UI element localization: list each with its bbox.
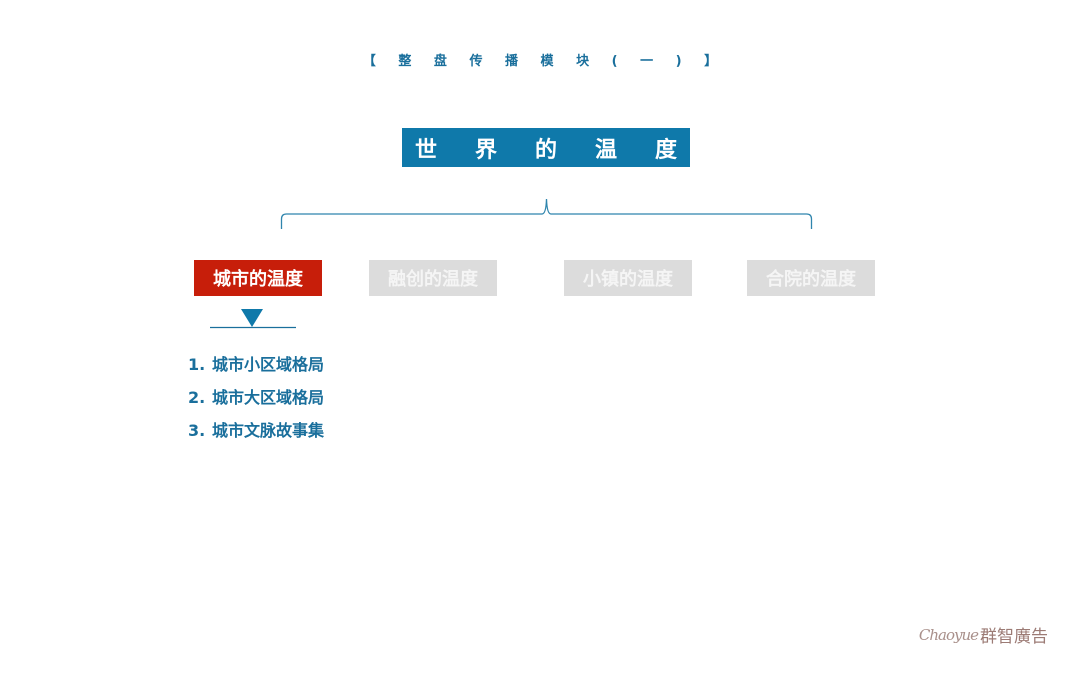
- tab-sunac-temperature[interactable]: 融创的温度: [369, 260, 497, 296]
- item-label: 城市大区域格局: [212, 388, 325, 407]
- main-title: 世 界 的 温 度: [402, 128, 690, 167]
- item-label: 城市文脉故事集: [212, 421, 325, 440]
- close-bracket: 】: [704, 54, 718, 69]
- logo-text: 群智廣告: [980, 627, 1048, 647]
- tab-courtyard-temperature[interactable]: 合院的温度: [747, 260, 875, 296]
- module-title-char: 盘: [433, 54, 447, 69]
- item-label: 城市小区域格局: [212, 355, 325, 374]
- brace-connector: [280, 198, 813, 229]
- company-logo: Chaoyue 群智廣告: [918, 622, 1048, 648]
- list-item[interactable]: 2. 城市大区域格局: [188, 385, 324, 418]
- module-title-char: 块: [576, 54, 590, 69]
- module-title-char: 传: [469, 54, 483, 69]
- list-item[interactable]: 3. 城市文脉故事集: [188, 418, 324, 451]
- module-title-char: 模: [540, 54, 554, 69]
- module-title-char: ): [675, 54, 682, 69]
- tab-label: 融创的温度: [388, 269, 478, 290]
- main-title-char: 界: [474, 137, 497, 163]
- item-number: 3.: [188, 421, 206, 440]
- main-title-char: 温: [594, 137, 617, 163]
- open-bracket: 【: [362, 54, 376, 69]
- triangle-down-icon: [210, 309, 296, 329]
- module-title: 【 整 盘 传 播 模 块 ( 一 ) 】: [0, 50, 1080, 69]
- module-title-char: 整: [398, 54, 412, 69]
- item-number: 1.: [188, 355, 206, 374]
- main-title-char: 的: [534, 137, 557, 163]
- item-number: 2.: [188, 388, 206, 407]
- tab-town-temperature[interactable]: 小镇的温度: [564, 260, 692, 296]
- tab-label: 合院的温度: [766, 269, 856, 290]
- main-title-char: 度: [654, 137, 677, 163]
- tab-city-temperature[interactable]: 城市的温度: [194, 260, 322, 296]
- tab-label: 城市的温度: [213, 269, 303, 290]
- sub-item-list: 1. 城市小区域格局 2. 城市大区域格局 3. 城市文脉故事集: [188, 352, 324, 451]
- module-title-char: (: [611, 54, 618, 69]
- module-title-char: 一: [640, 54, 654, 69]
- list-item[interactable]: 1. 城市小区域格局: [188, 352, 324, 385]
- module-title-char: 播: [505, 54, 519, 69]
- tab-label: 小镇的温度: [583, 269, 673, 290]
- logo-script: Chaoyue: [918, 625, 979, 644]
- main-title-char: 世: [415, 137, 438, 163]
